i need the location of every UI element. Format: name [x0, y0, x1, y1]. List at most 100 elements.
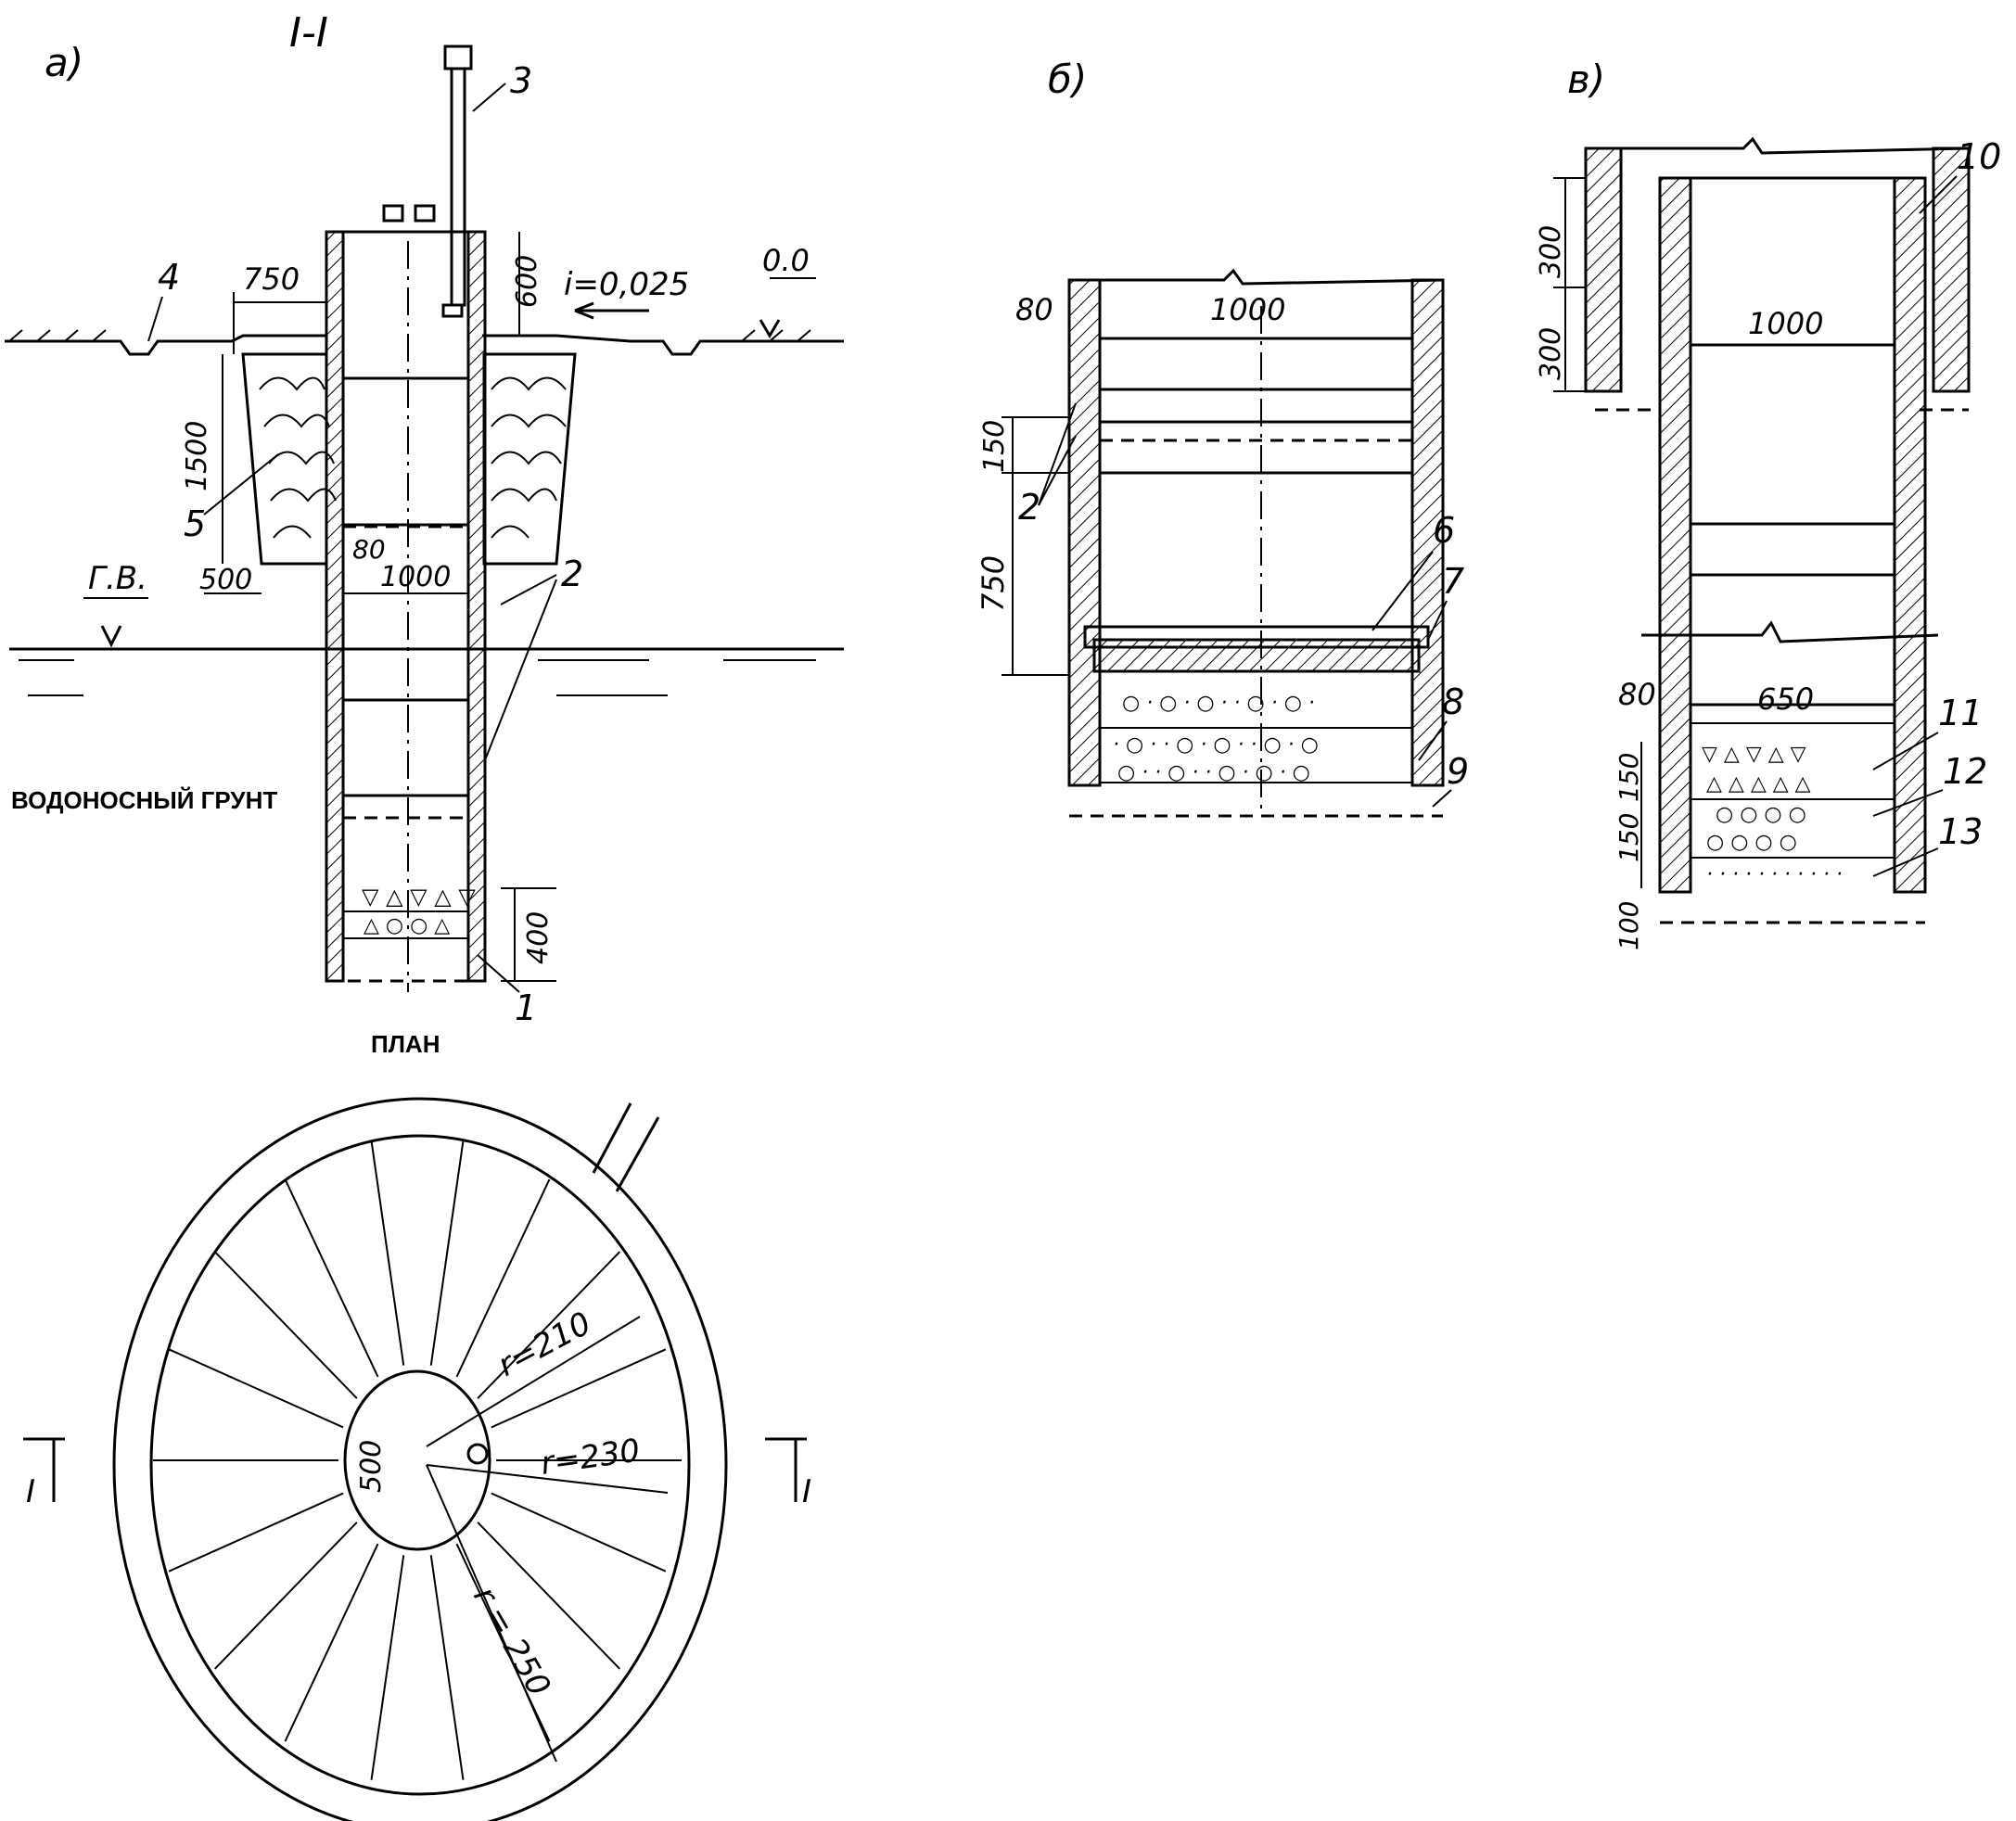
clay-lock-left: [241, 352, 328, 566]
plan-spoke: [168, 1348, 344, 1429]
plan-radial-lines: [153, 1140, 682, 1780]
svg-text:I: I: [802, 1473, 811, 1510]
svg-text:80: 80: [352, 534, 386, 565]
svg-text:400: 400: [522, 911, 555, 964]
detail-v: в) ▽ △ ▽ △ ▽ △ △ △ △ △ ○ ○ ○ ○ ○ ○ ○ ○ ·…: [1535, 57, 2001, 950]
svg-text:750: 750: [976, 555, 1011, 612]
detail-b-gravel-texture: ○ · ○ · ○ · · ○ · ○ · · ○ · · ○ · ○ · · …: [1113, 692, 1319, 784]
ground-line: [5, 334, 844, 356]
slope-arrow: [574, 301, 649, 320]
section-a-callouts: 1 2 3 4 5: [147, 60, 583, 1028]
clay-texture: [259, 376, 567, 539]
detail-b: б) ○ · ○ · ○ · · ○ · ○ · · ○ · · ○ · ○ ·…: [976, 57, 1469, 818]
svg-text:· · · · · · · · · · ·: · · · · · · · · · · ·: [1706, 863, 1843, 886]
detail-v-wall-left: [1658, 176, 1692, 894]
plan-spoke: [284, 1178, 379, 1378]
svg-text:2: 2: [1018, 487, 1040, 528]
section-mark-left: I: [23, 1437, 65, 1510]
level-zero-label: 0.0: [762, 243, 810, 278]
detail-v-top-break: [1586, 136, 1970, 155]
vent-pipe-foot: [441, 303, 464, 318]
plan-spoke: [213, 1251, 358, 1399]
svg-text:1000: 1000: [1210, 292, 1285, 327]
svg-text:· ○ · · ○ · ○ · · ○ · ○: · ○ · · ○ · ○ · · ○ · ○: [1113, 733, 1319, 757]
plan-inner-ring: [149, 1134, 691, 1796]
vent-pipe: [450, 67, 466, 307]
detail-b-top-break: [1069, 268, 1444, 286]
detail-v-break: [1641, 620, 1939, 643]
shaft-wall-left: [325, 230, 345, 983]
svg-text:▽ △ ▽ △ ▽: ▽ △ ▽ △ ▽: [1702, 743, 1806, 766]
detail-v-filter-texture: ▽ △ ▽ △ ▽ △ △ △ △ △ ○ ○ ○ ○ ○ ○ ○ ○ · · …: [1702, 743, 1843, 886]
detail-b-callouts: 2 6 7 8 9: [1018, 402, 1469, 808]
svg-text:△ △ △ △ △: △ △ △ △ △: [1706, 772, 1811, 796]
slope-label: i=0,025: [564, 266, 689, 303]
svg-text:11: 11: [1938, 693, 1983, 733]
vent-pipe-head: [443, 45, 473, 70]
plan-spoke: [429, 1555, 465, 1780]
svg-text:150: 150: [1614, 813, 1644, 862]
svg-text:I: I: [26, 1473, 35, 1510]
svg-text:300: 300: [1535, 225, 1567, 278]
svg-text:150: 150: [1614, 753, 1644, 802]
plan-outer-ring: [112, 1097, 728, 1821]
ground-hatch: [8, 329, 811, 342]
svg-text:8: 8: [1442, 681, 1464, 722]
detail-b-label: б): [1048, 57, 1087, 102]
svg-text:1: 1: [515, 987, 537, 1028]
detail-b-wall-right: [1410, 278, 1445, 787]
svg-text:○ · · ○ · · ○ · ○ · ○: ○ · · ○ · · ○ · ○ · ○: [1117, 761, 1310, 784]
shaft-wall-right: [466, 230, 487, 983]
detail-v-dimensions: 300 300 1000 80 650 150 150 100: [1535, 177, 1895, 950]
svg-text:80: 80: [1618, 677, 1656, 712]
detail-v-label: в): [1567, 57, 1605, 102]
plan-r230: r=230: [539, 1432, 643, 1483]
water-level-lines: [9, 647, 844, 696]
bottom-filter: ▽ △ ▽ △ ▽ △ ○ ○ △: [343, 884, 476, 939]
svg-text:○ ○ ○ ○: ○ ○ ○ ○: [1716, 803, 1806, 826]
svg-text:▽ △ ▽ △ ▽: ▽ △ ▽ △ ▽: [362, 884, 476, 910]
svg-text:500: 500: [199, 564, 252, 596]
svg-text:600: 600: [511, 255, 543, 308]
svg-text:○ ○ ○ ○: ○ ○ ○ ○: [1706, 831, 1797, 854]
detail-v-collar-right: [1932, 146, 1971, 393]
plan-spoke: [429, 1140, 465, 1366]
svg-text:12: 12: [1943, 751, 1987, 792]
plan-center-circle: [343, 1369, 491, 1551]
plan-spoke: [370, 1140, 405, 1366]
svg-text:6: 6: [1433, 510, 1455, 551]
svg-text:7: 7: [1442, 561, 1464, 602]
detail-v-joints: [1691, 343, 1895, 707]
svg-text:150: 150: [978, 420, 1011, 473]
plan-title: ПЛАН: [371, 1030, 440, 1058]
plan-spoke: [491, 1492, 667, 1573]
plan-spoke: [491, 1348, 667, 1429]
section-title: I-I: [289, 9, 328, 57]
plan-vent-hole: [466, 1443, 489, 1465]
plan-vent-branch: [592, 1102, 660, 1192]
plan-spoke: [168, 1492, 344, 1573]
svg-text:△ ○ ○ △: △ ○ ○ △: [364, 914, 450, 937]
svg-text:650: 650: [1757, 681, 1814, 717]
svg-text:○ · ○ · ○ · · ○ · ○ ·: ○ · ○ · ○ · · ○ · ○ ·: [1122, 692, 1315, 715]
svg-text:2: 2: [561, 554, 583, 594]
svg-text:9: 9: [1447, 751, 1469, 792]
svg-text:300: 300: [1535, 327, 1567, 380]
detail-v-collar-left: [1584, 146, 1623, 393]
svg-text:1000: 1000: [380, 561, 451, 593]
svg-text:5: 5: [184, 503, 206, 544]
plan-spoke: [477, 1522, 621, 1670]
svg-text:3: 3: [510, 60, 532, 101]
water-level-label: Г.В.: [88, 560, 147, 597]
svg-text:1500: 1500: [181, 421, 213, 491]
detail-b-slab: [1092, 638, 1421, 673]
plan-d500: 500: [355, 1440, 388, 1493]
plan-spoke: [477, 1251, 621, 1399]
level-zero-marker: [759, 319, 781, 338]
section-a: а) I-I: [5, 9, 844, 1028]
detail-v-callouts: 10 11 12 13: [1872, 136, 2001, 877]
section-a-label: а): [45, 40, 83, 85]
svg-text:4: 4: [158, 257, 180, 298]
cover-handle-right: [414, 204, 436, 223]
